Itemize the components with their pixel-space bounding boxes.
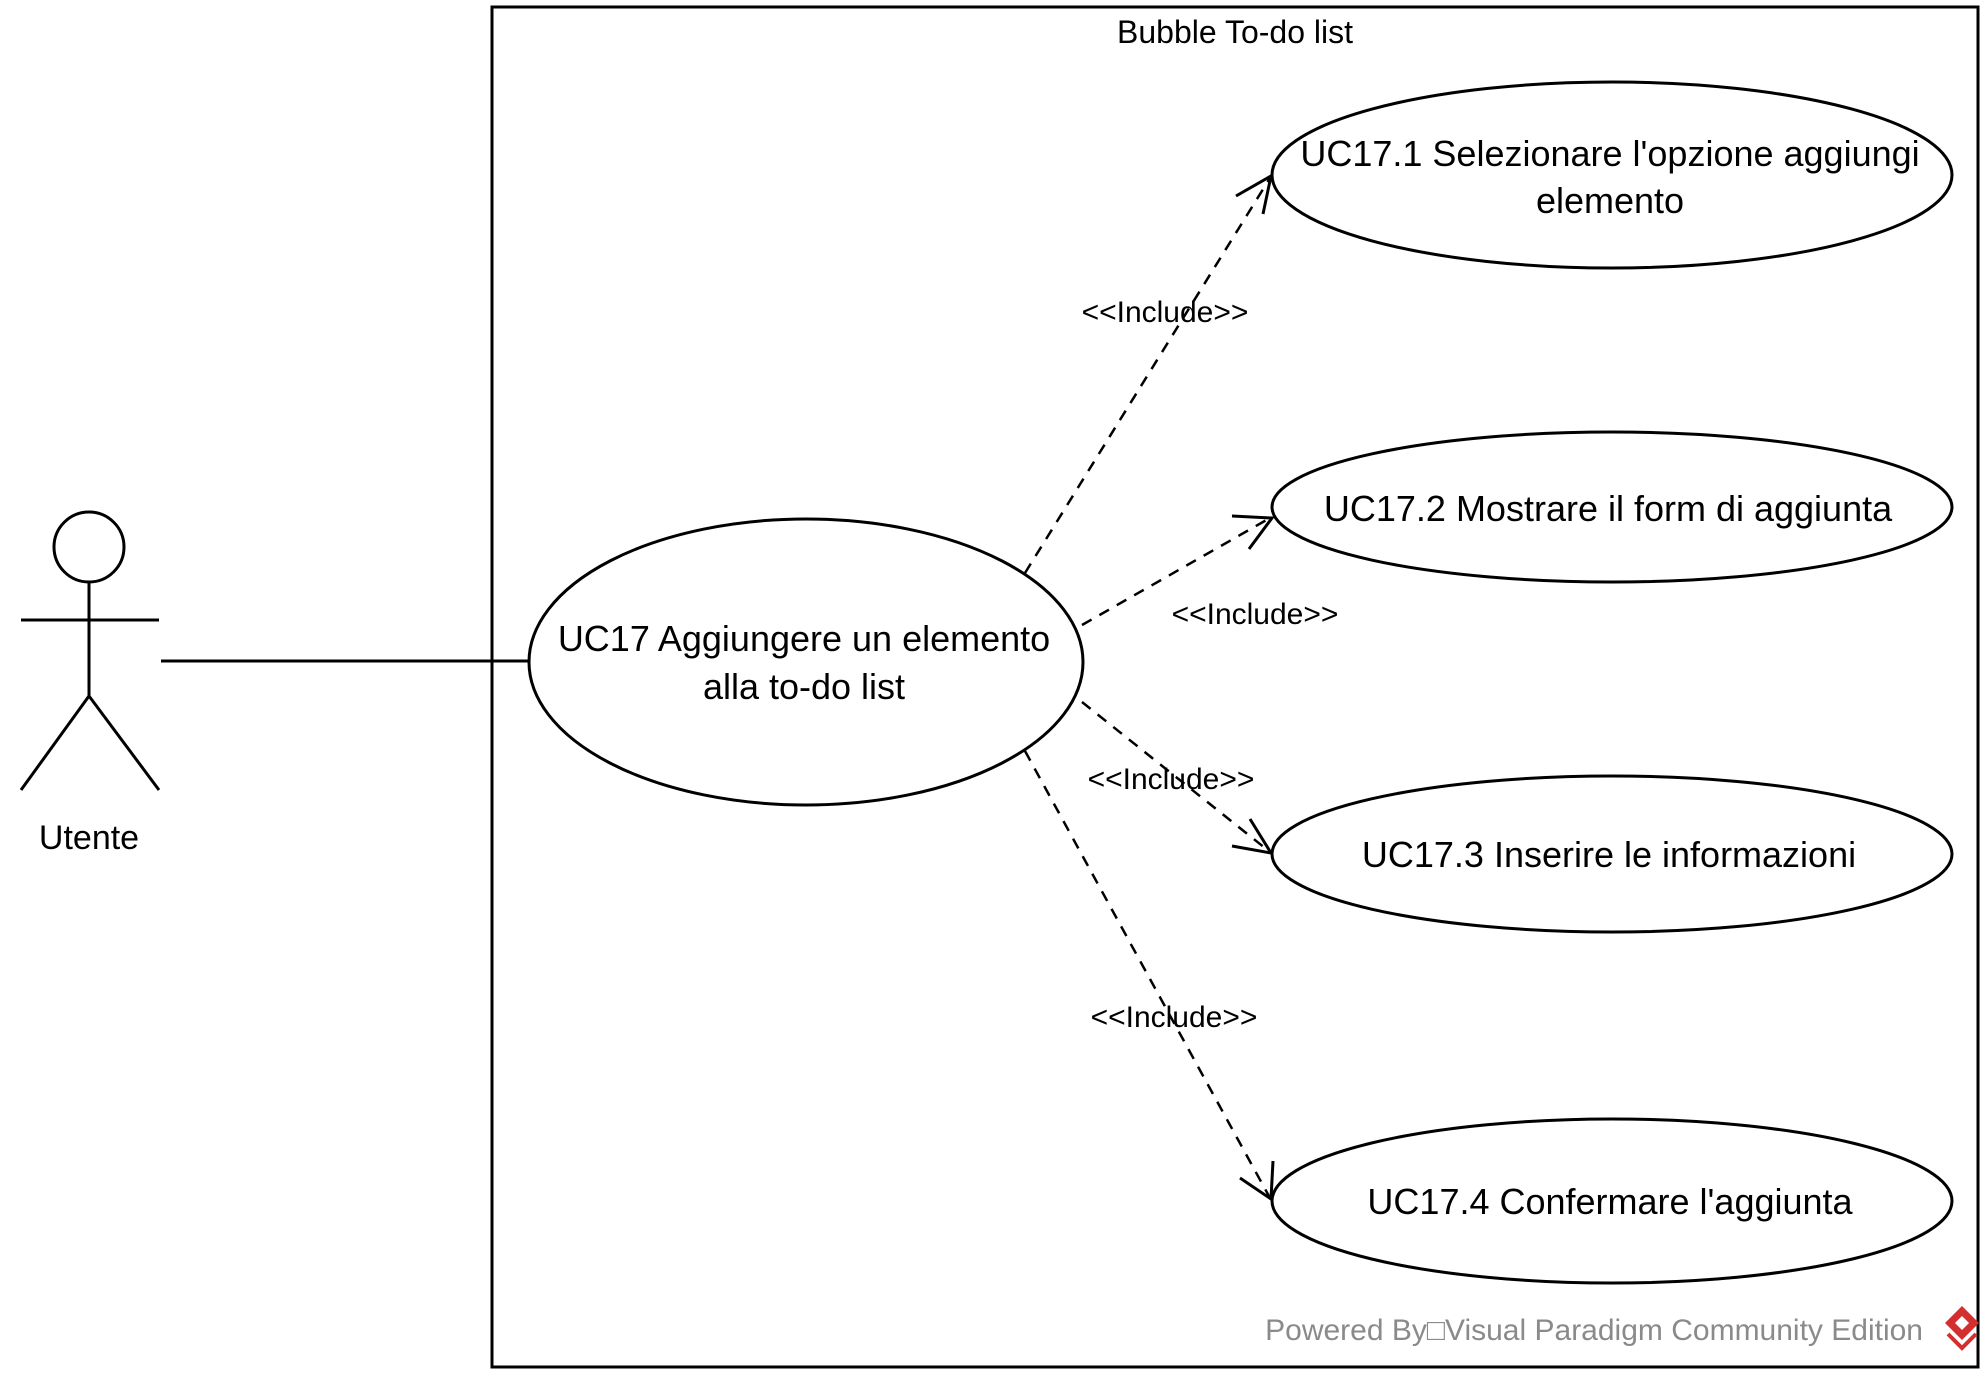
use-case-label-line-2: elemento (1536, 180, 1684, 221)
use-case-label-line-1: UC17.2 Mostrare il form di aggiunta (1324, 488, 1893, 529)
use-case-label-line-1: UC17 Aggiungere un elemento (558, 618, 1050, 659)
actor-right-leg (87, 695, 161, 791)
actor-utente[interactable]: Utente (19, 510, 161, 857)
use-case-ellipse (527, 517, 1085, 807)
system-title: Bubble To-do list (1117, 14, 1353, 50)
use-case-ellipse (1270, 80, 1954, 270)
include-label-4: <<Include>> (1091, 1001, 1258, 1034)
include-label-3: <<Include>> (1088, 763, 1255, 796)
use-case-label-line-2: alla to-do list (703, 666, 905, 707)
use-case-uc17-2[interactable]: UC17.2 Mostrare il form di aggiunta (1270, 430, 1954, 584)
include-line (1023, 177, 1272, 574)
system-boundary (490, 5, 1980, 1369)
include-line (1081, 701, 1271, 853)
actor-label: Utente (39, 819, 139, 857)
include-label-2: <<Include>> (1172, 598, 1339, 631)
use-case-ellipse (1270, 774, 1954, 934)
use-case-uc17-4[interactable]: UC17.4 Confermare l'aggiunta (1270, 1117, 1954, 1285)
use-case-label-line-1: UC17.3 Inserire le informazioni (1362, 834, 1856, 875)
watermark-text: Powered By□Visual Paradigm Community Edi… (1265, 1314, 1923, 1347)
use-case-uc17-3[interactable]: UC17.3 Inserire le informazioni (1270, 774, 1954, 934)
include-relation-2 (1081, 514, 1275, 627)
open-arrowhead-icon (1235, 173, 1274, 215)
actor-head (52, 510, 126, 584)
include-line (1023, 750, 1272, 1199)
use-case-label-line-1: UC17.4 Confermare l'aggiunta (1367, 1181, 1853, 1222)
include-relation-1 (1023, 173, 1274, 574)
open-arrowhead-icon (1231, 514, 1275, 550)
include-label-1: <<Include>> (1082, 296, 1249, 329)
use-case-uc17-1[interactable]: UC17.1 Selezionare l'opzione aggiungi el… (1270, 80, 1954, 270)
use-case-label-line-1: UC17.1 Selezionare l'opzione aggiungi (1300, 133, 1919, 174)
use-case-ellipse (1270, 1117, 1954, 1285)
include-relation-4 (1023, 750, 1275, 1202)
open-arrowhead-icon (1231, 818, 1275, 856)
visual-paradigm-logo-icon (1945, 1306, 1979, 1351)
include-line (1081, 516, 1271, 627)
use-case-ellipse (1270, 430, 1954, 584)
use-case-uc17[interactable]: UC17 Aggiungere un elemento alla to-do l… (527, 517, 1085, 807)
actor-left-leg (19, 695, 91, 791)
